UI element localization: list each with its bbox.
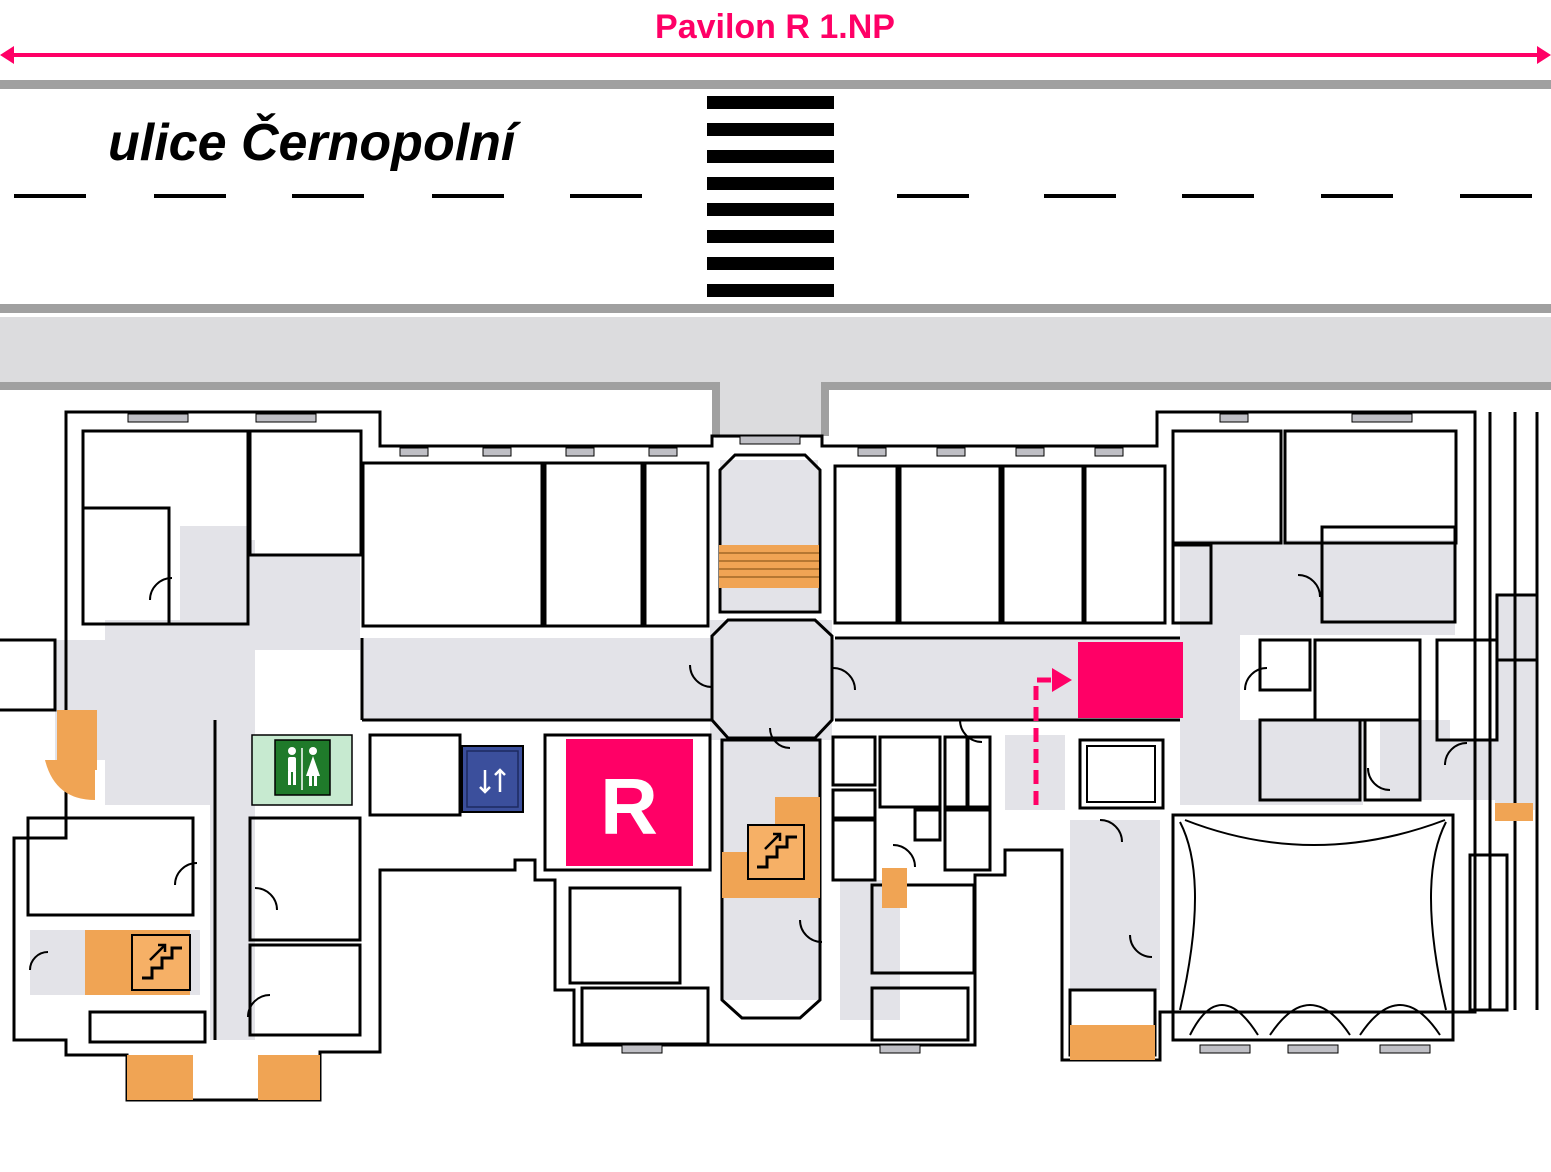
destination-marker (1078, 642, 1183, 718)
route-arrow-icon (1033, 668, 1072, 805)
elevator-area (461, 745, 524, 813)
building-r-marker: R (566, 739, 693, 866)
elevator-icon (479, 768, 506, 794)
street: ulice Černopolní (0, 80, 1551, 313)
crosswalk (707, 96, 834, 297)
toilet-icon (288, 747, 320, 790)
building-label: R (600, 762, 658, 851)
door-swings (29, 574, 1468, 1018)
title-banner: Pavilon R 1.NP (0, 8, 1551, 64)
stairs-icon (131, 934, 191, 991)
lane-markings (14, 194, 1532, 198)
street-name: ulice Černopolní (108, 113, 522, 172)
windows (127, 413, 1431, 1054)
sidewalk (0, 317, 1551, 438)
toilet-area (251, 734, 353, 806)
page-title: Pavilon R 1.NP (655, 8, 895, 46)
hall-vaults (1179, 819, 1447, 1036)
stairs-icon (747, 824, 805, 880)
